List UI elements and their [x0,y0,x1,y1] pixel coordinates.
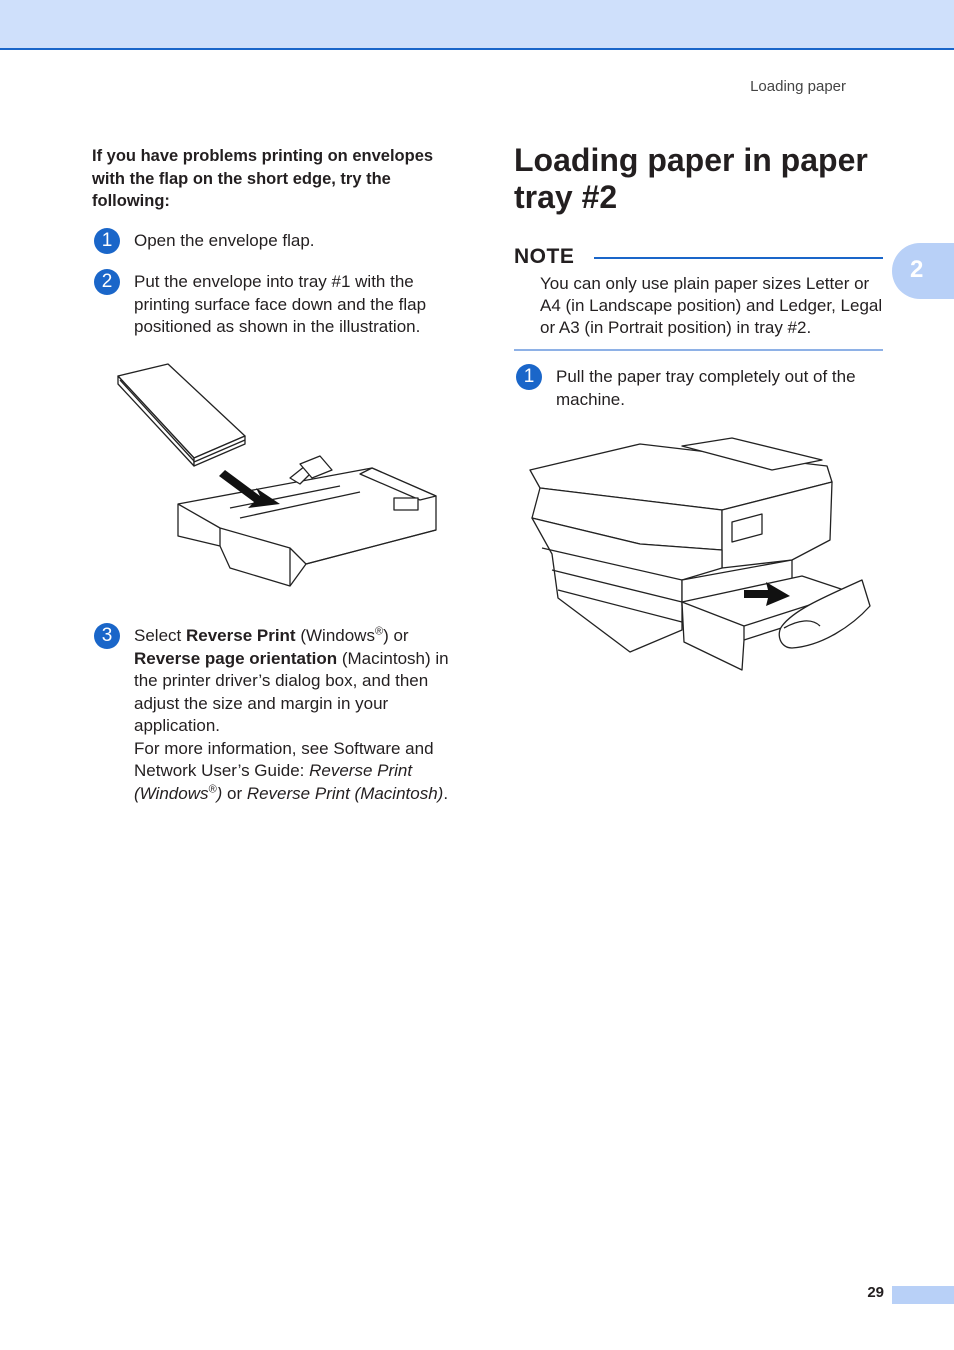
note-label: NOTE [514,245,575,268]
chapter-tab: 2 [892,243,954,299]
step-1: 1 Open the envelope flap. [92,228,464,254]
guide-reference: Reverse Print (Macintosh) [246,783,444,803]
text-run: . [443,783,449,803]
text-run: Select [134,626,186,645]
envelope-tray-illustration [117,363,437,587]
section-title: Loading paper in paper tray #2 [514,142,868,215]
page-number-bar [892,1286,954,1304]
step-3: 3 Select Reverse Print (Windows®) or Rev… [92,623,464,805]
text-run: (Macintosh) in the printer driver’s dial… [134,648,449,736]
top-band [0,0,954,50]
envelope-problem-intro: If you have problems printing on envelop… [92,147,434,210]
step-text: Pull the paper tray completely out of th… [556,367,856,409]
text-run: ) or [383,626,409,645]
step-2: 2 Put the envelope into tray #1 with the… [92,269,464,339]
step-text: Select Reverse Print (Windows®) or Rever… [134,623,464,805]
reverse-print-option: Reverse Print [185,626,296,645]
reverse-page-orientation-option: Reverse page orientation [134,648,338,668]
step-number-badge: 1 [94,228,120,254]
step-text: Open the envelope flap. [134,231,315,250]
guide-reference: Reverse Print (Windows [134,761,413,803]
page-number: 29 [867,1284,884,1301]
note-text: You can only use plain paper sizes Lette… [540,274,883,337]
note-divider-bottom [514,349,883,351]
step-text: Put the envelope into tray #1 with the p… [134,272,427,336]
text-run: or [222,783,247,803]
chapter-number: 2 [910,256,924,283]
registered-mark: ® [208,782,217,795]
step-number-badge: 3 [94,623,120,649]
step-number-badge: 2 [94,269,120,295]
printer-tray-illustration [529,437,871,671]
left-column: If you have problems printing on envelop… [92,145,464,803]
running-head: Loading paper [750,78,846,95]
registered-mark: ® [374,625,384,638]
right-column: Loading paper in paper tray #2 NOTE You … [514,142,884,409]
text-run: (Windows [295,626,375,645]
note-divider-top [594,257,883,259]
text-run: ) [216,783,223,803]
step-number-badge: 1 [516,364,542,390]
text-run: For more information, see Software and N… [134,738,434,781]
tray2-step-1: 1 Pull the paper tray completely out of … [514,364,884,411]
